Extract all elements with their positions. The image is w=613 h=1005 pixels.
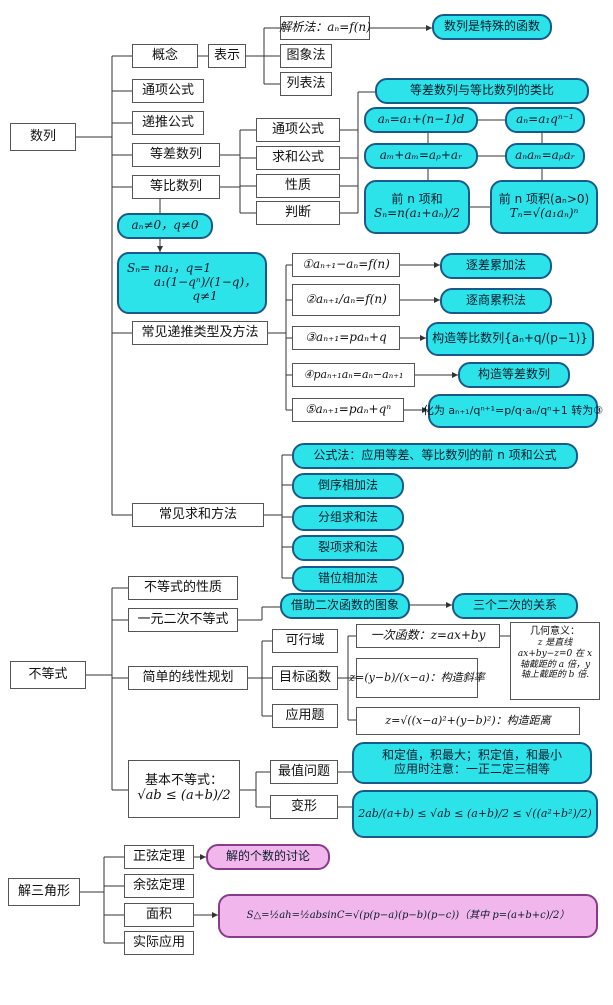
sum-method-grouping: 分组求和法 — [292, 505, 404, 531]
seq-concept: 概念 — [132, 44, 198, 68]
recursion-types: 常见递推类型及方法 — [132, 321, 268, 345]
triangle-area: 面积 — [124, 903, 194, 927]
objective-function: 目标函数 — [272, 666, 338, 690]
extreme-problem: 最值问题 — [270, 760, 338, 784]
transformation: 变形 — [270, 795, 338, 819]
ineq-quadratic: 一元二次不等式 — [128, 608, 238, 632]
recursion-method-4: 构造等差数列 — [458, 362, 570, 388]
triangle-practical: 实际应用 — [124, 931, 194, 955]
recursion-type-4: ④paₙ₊₁aₙ=aₙ−aₙ₊₁ — [292, 363, 415, 387]
sum-method-shifting: 错位相加法 — [292, 566, 404, 592]
ap-sum-expr: Sₙ=n(a₁+aₙ)/2 — [374, 206, 460, 220]
transform-formula: 2ab/(a+b) ≤ √ab ≤ (a+b)/2 ≤ √((a²+b²)/2) — [352, 790, 598, 838]
ineq-properties: 不等式的性质 — [128, 576, 238, 600]
gp-product-expr: Tₙ=√(a₁aₙ)ⁿ — [509, 206, 579, 220]
sub-general-term: 通项公式 — [256, 118, 340, 142]
feasible-region: 可行域 — [272, 629, 338, 653]
ap-sum-label: 前 n 项和 — [391, 192, 443, 207]
sum-method-formula: 公式法：应用等差、等比数列的前 n 项和公式 — [292, 443, 578, 469]
basic-inequality: 基本不等式： √ab ≤ (a+b)/2 — [128, 760, 240, 818]
quadratic-method: 借助二次函数的图象 — [280, 593, 410, 619]
gp-condition: aₙ≠0，q≠0 — [117, 213, 213, 239]
linear-programming: 简单的线性规划 — [128, 666, 248, 690]
recursion-method-1: 逐差累加法 — [440, 253, 552, 279]
gp-property: aₙaₘ=aₚaᵣ — [505, 143, 585, 169]
basic-inequality-label: 基本不等式： — [144, 773, 223, 789]
geometric-meaning-note: 几何意义： z 是直线 ax+by−z=0 在 x 轴截距的 a 倍，y 轴上截… — [510, 622, 600, 700]
geometric-meaning-body: z 是直线 ax+by−z=0 在 x 轴截距的 a 倍，y 轴上截距的 b 倍… — [517, 638, 593, 681]
seq-general-term: 通项公式 — [132, 79, 204, 103]
sub-sum-formula: 求和公式 — [256, 146, 340, 170]
root-triangle: 解三角形 — [8, 878, 80, 906]
gp-sum-case2: a₁(1−qⁿ)/(1−q)，q≠1 — [153, 275, 257, 303]
seq-representation: 表示 — [208, 44, 246, 68]
root-sequence: 数列 — [10, 123, 76, 151]
sum-method-reverse: 倒序相加法 — [292, 473, 404, 499]
seq-recursive: 递推公式 — [132, 111, 204, 135]
triangle-sine-law: 正弦定理 — [124, 845, 194, 869]
gp-product-label: 前 n 项积(aₙ>0) — [498, 192, 590, 207]
ap-general-term: aₙ=a₁+(n−1)d — [364, 107, 478, 133]
recursion-type-2: ②aₙ₊₁/aₙ=f(n) — [292, 284, 400, 316]
seq-geometric: 等比数列 — [132, 175, 220, 199]
root-inequality: 不等式 — [10, 661, 86, 689]
sub-property: 性质 — [256, 174, 340, 198]
basic-inequality-formula: √ab ≤ (a+b)/2 — [137, 788, 231, 803]
gp-product-formula: 前 n 项积(aₙ>0) Tₙ=√(a₁aₙ)ⁿ — [490, 180, 598, 234]
extreme-note: 和定值，积最大；积定值，和最小 应用时注意：一正二定三相等 — [352, 742, 592, 784]
quadratic-relation: 三个二次的关系 — [452, 593, 578, 619]
objective-slope: z=(y−b)/(x−a)：构造斜率 — [349, 658, 485, 698]
sum-method-telescoping: 裂项求和法 — [292, 535, 404, 561]
geometric-meaning-title: 几何意义： — [530, 626, 580, 637]
seq-function-note: 数列是特殊的函数 — [432, 14, 552, 40]
seq-list-method: 列表法 — [280, 72, 332, 96]
comparison-title: 等差数列与等比数列的类比 — [375, 78, 589, 104]
application-problem: 应用题 — [272, 704, 338, 728]
recursion-type-3: ③aₙ₊₁=paₙ+q — [292, 326, 400, 350]
triangle-cosine-law: 余弦定理 — [124, 874, 194, 898]
sum-methods: 常见求和方法 — [132, 503, 264, 527]
recursion-type-5: ⑤aₙ₊₁=paₙ+qⁿ — [292, 398, 404, 422]
area-formula: S△=½ah=½absinC=√(p(p−a)(p−b)(p−c))（其中 p=… — [218, 894, 598, 938]
seq-arithmetic: 等差数列 — [132, 143, 220, 167]
gp-sum-case1: Sₙ= na₁，q=1 — [127, 261, 212, 276]
gp-sum-formula: Sₙ= na₁，q=1 a₁(1−qⁿ)/(1−q)，q≠1 — [117, 252, 267, 314]
ap-property: aₘ+aₘ=aₚ+aᵣ — [364, 143, 478, 169]
recursion-method-5: 化为 aₙ₊₁/qⁿ⁺¹=p/q·aₙ/qⁿ+1 转为③ — [423, 394, 603, 428]
recursion-type-1: ①aₙ₊₁−aₙ=f(n) — [292, 253, 400, 277]
recursion-method-2: 逐商累积法 — [440, 288, 552, 314]
objective-distance: z=√((x−a)²+(y−b)²)：构造距离 — [356, 707, 580, 735]
recursion-method-3: 构造等比数列{aₙ+q/(p−1)} — [426, 322, 594, 356]
ap-sum-formula: 前 n 项和 Sₙ=n(a₁+aₙ)/2 — [364, 180, 470, 234]
gp-general-term: aₙ=a₁qⁿ⁻¹ — [505, 107, 585, 133]
sub-judge: 判断 — [256, 201, 340, 225]
objective-linear: 一次函数：z=ax+by — [356, 624, 500, 648]
seq-graph-method: 图象法 — [280, 44, 332, 68]
sine-law-note: 解的个数的讨论 — [206, 844, 330, 870]
seq-analytic-method: 解析法：aₙ=f(n) — [279, 16, 371, 40]
